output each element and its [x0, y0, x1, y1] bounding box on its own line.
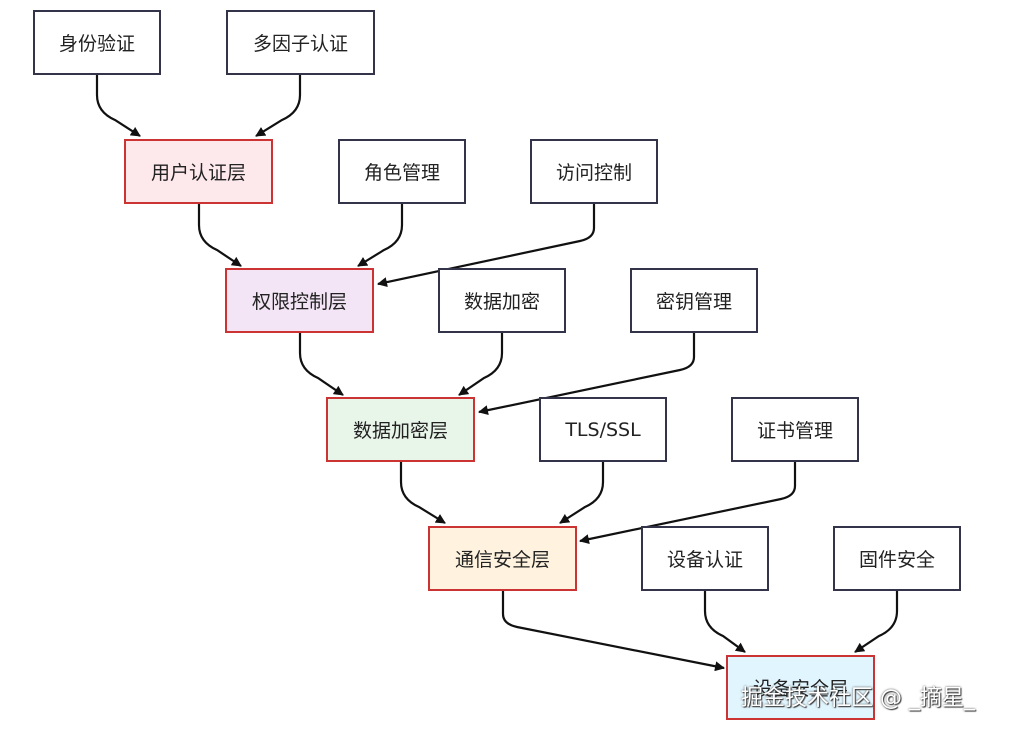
node-access-ctrl: 访问控制: [530, 139, 658, 204]
edge-device-auth-to-device-sec-layer: [703, 591, 746, 653]
node-identity-auth: 身份验证: [33, 10, 161, 75]
node-mfa: 多因子认证: [226, 10, 375, 75]
node-comm-sec-layer: 通信安全层: [428, 526, 577, 591]
edge-mfa-to-user-auth-layer: [255, 75, 302, 137]
node-data-encrypt-layer: 数据加密层: [326, 397, 475, 462]
edge-firmware-sec-to-device-sec-layer: [854, 591, 899, 653]
edge-tls-ssl-to-comm-sec-layer: [559, 462, 605, 524]
edge-data-encrypt-layer-to-comm-sec-layer: [399, 462, 446, 524]
node-tls-ssl: TLS/SSL: [539, 397, 667, 462]
edge-key-mgmt-to-data-encrypt-layer: [478, 333, 696, 416]
node-user-auth-layer: 用户认证层: [124, 139, 273, 204]
edge-perm-ctrl-layer-to-data-encrypt-layer: [298, 333, 344, 396]
edge-cert-mgmt-to-comm-sec-layer: [579, 462, 797, 545]
node-device-auth: 设备认证: [641, 526, 769, 591]
node-firmware-sec: 固件安全: [833, 526, 961, 591]
edge-user-auth-layer-to-perm-ctrl-layer: [197, 204, 242, 267]
node-role-mgmt: 角色管理: [338, 139, 466, 204]
node-device-sec-layer: 设备安全层: [726, 655, 875, 720]
watermark: 掘金技术社区 @ _摘星_: [741, 686, 975, 711]
edge-identity-auth-to-user-auth-layer: [95, 75, 141, 137]
edge-comm-sec-layer-to-device-sec-layer: [501, 591, 725, 672]
edge-role-mgmt-to-perm-ctrl-layer: [357, 204, 404, 267]
node-cert-mgmt: 证书管理: [731, 397, 859, 462]
edge-data-encrypt-to-data-encrypt-layer: [458, 333, 504, 396]
node-data-encrypt: 数据加密: [438, 268, 566, 333]
edge-access-ctrl-to-perm-ctrl-layer: [377, 204, 596, 288]
node-perm-ctrl-layer: 权限控制层: [225, 268, 374, 333]
node-key-mgmt: 密钥管理: [630, 268, 758, 333]
